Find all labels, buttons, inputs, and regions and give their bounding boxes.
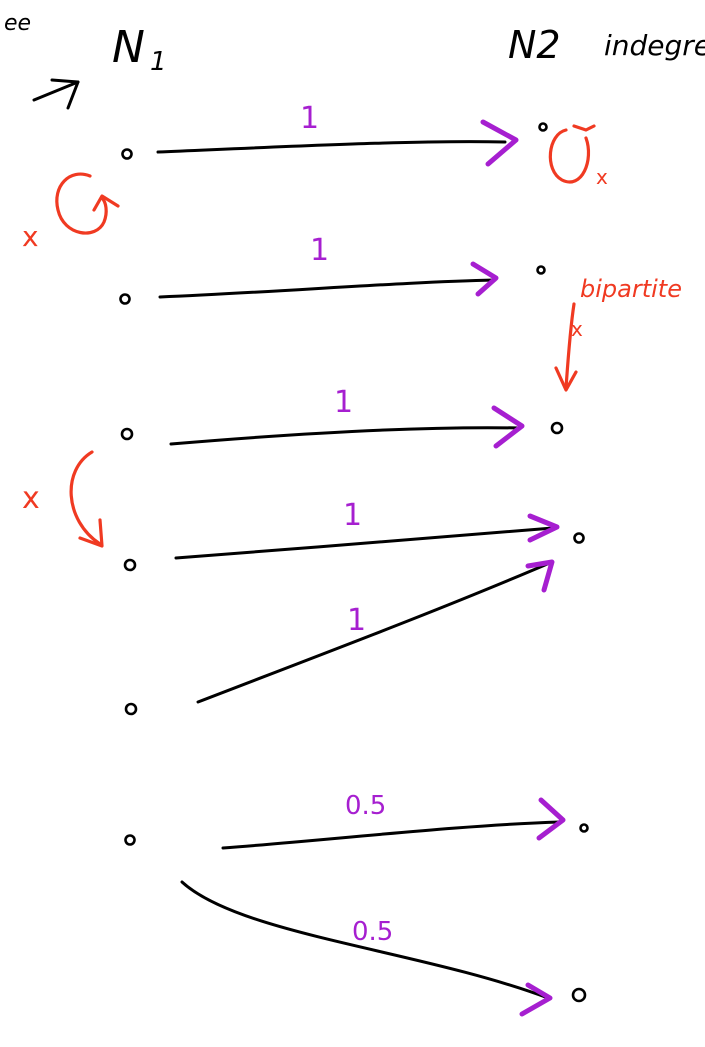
n2-node	[550, 421, 564, 435]
n1-node	[121, 148, 133, 160]
edge-line	[180, 880, 550, 1000]
down-arrow-icon	[554, 302, 578, 392]
x-mark: x	[571, 317, 583, 341]
edge-line	[221, 820, 562, 850]
edge-weight: 0.5	[352, 917, 393, 947]
bipartite-label: bipartite	[580, 275, 682, 303]
header-fragment: ee	[4, 11, 31, 36]
self-loop-icon	[55, 172, 120, 235]
n1-node	[124, 702, 138, 716]
edge-weight: 1	[310, 233, 329, 268]
x-mark: x	[22, 220, 39, 253]
set1-label: N	[112, 22, 145, 73]
edge-line	[158, 278, 497, 299]
direction-arrow-icon	[32, 78, 80, 110]
arrowhead-icon	[536, 797, 566, 841]
n2-node	[538, 122, 548, 132]
edge-weight: 1	[300, 101, 319, 136]
edge-line	[174, 526, 555, 560]
self-loop-icon	[548, 124, 596, 184]
arrowhead-icon	[480, 119, 519, 167]
n1-node	[119, 293, 131, 305]
n1-node	[123, 558, 137, 572]
edge-line	[156, 140, 507, 154]
n2-node	[579, 823, 589, 833]
arrowhead-icon	[519, 982, 553, 1017]
n2-node	[536, 265, 546, 275]
arrowhead-icon	[491, 405, 525, 449]
curved-arrow-icon	[69, 450, 104, 548]
edge-weight: 1	[334, 385, 353, 420]
n2-node	[571, 987, 587, 1003]
edge-weight: 1	[347, 603, 366, 638]
n1-node	[124, 834, 136, 846]
arrowhead-icon	[525, 559, 555, 593]
arrowhead-icon	[470, 261, 499, 297]
edge-line	[196, 560, 554, 704]
set2-note: indegre	[604, 29, 705, 62]
arrowhead-icon	[527, 513, 560, 543]
n1-node	[120, 427, 134, 441]
x-mark: x	[22, 481, 40, 516]
set2-label: N2	[508, 23, 561, 67]
x-mark: x	[596, 165, 608, 189]
n2-node	[573, 532, 585, 544]
edge-weight: 1	[343, 498, 362, 533]
set1-subscript: 1	[150, 47, 167, 77]
edge-weight: 0.5	[345, 791, 386, 821]
edge-line	[169, 426, 522, 446]
